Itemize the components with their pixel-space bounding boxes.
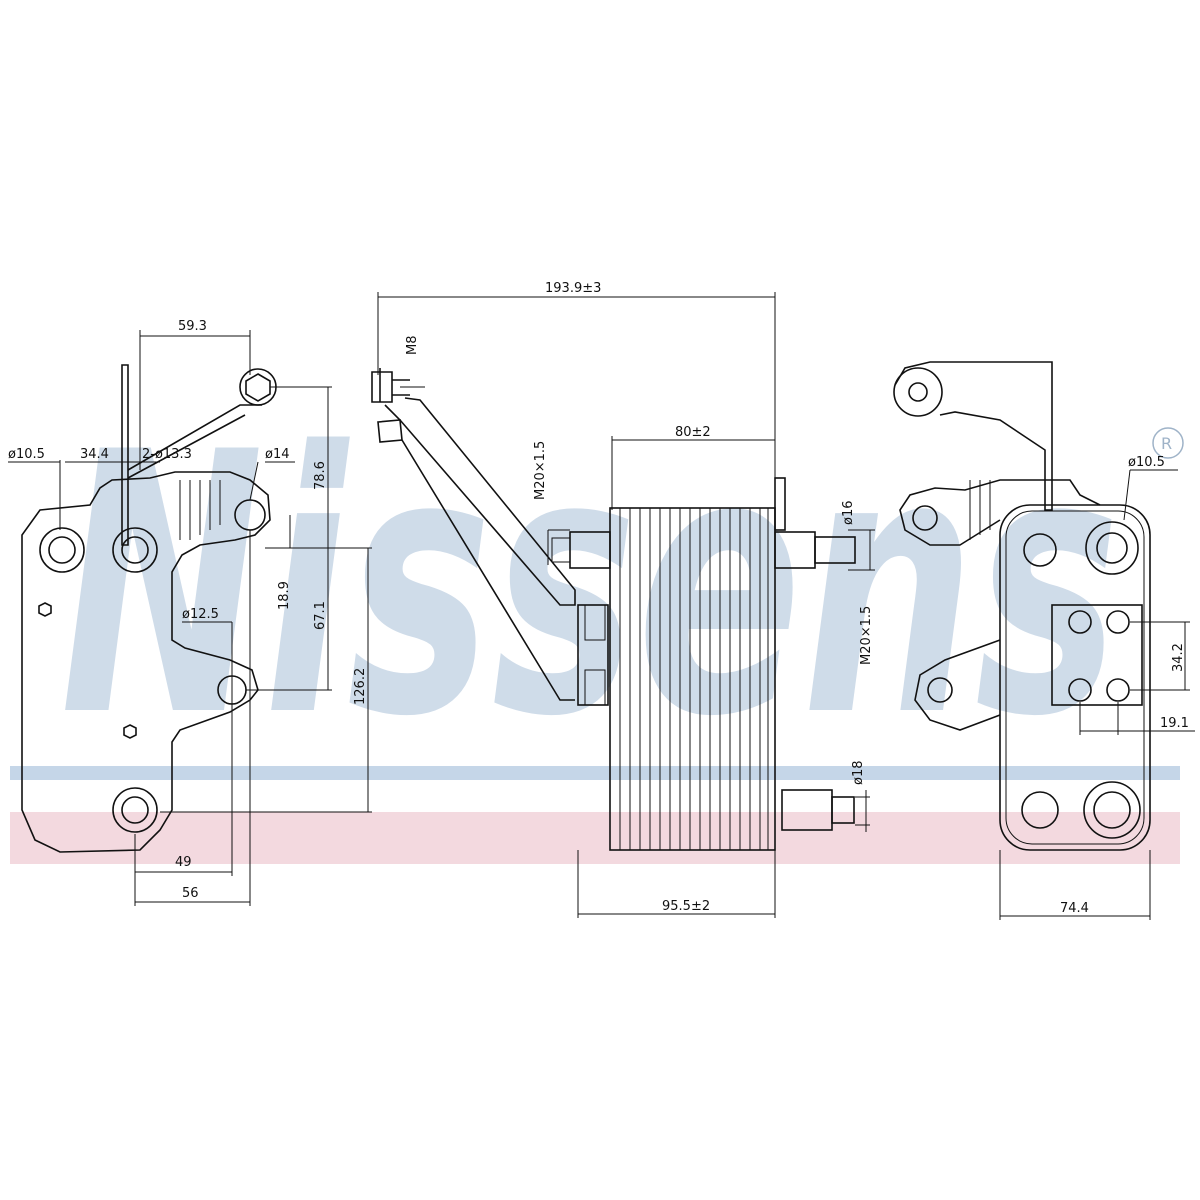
right-view: ø10.5 34.2 19.1 74.4 [893,361,1195,920]
right-plate-outline [999,504,1151,851]
dim-49: 49 [175,855,192,870]
right-bottom-port-left [1021,791,1059,829]
left-fin-bracket [179,480,221,540]
dim-34-4: 34.4 [80,447,109,462]
dim-193-9: 193.9±3 [545,281,601,296]
left-port-a-inner [48,536,76,564]
right-ear-hole-bottom [927,677,953,703]
registered-mark: R [1161,434,1172,453]
dim-95-5: 95.5±2 [662,899,710,914]
brand-logo: Nissens [60,376,1120,795]
dim-dia-10-5-right: ø10.5 [1128,455,1165,470]
dim-m20-upper: M20×1.5 [533,441,548,500]
right-ear-hole-top [912,505,938,531]
right-bottom-port-right-inner [1093,791,1131,829]
dim-m8: M8 [405,336,420,356]
dim-dia-14: ø14 [265,447,290,462]
left-bottom-port-inner [121,796,149,824]
right-dimension-lines [999,469,1195,920]
blue-stripe [10,766,1180,780]
middle-view: 193.9±3 M8 80±2 M20×1.5 ø16 M20×1.5 ø18 … [371,281,875,918]
dim-80: 80±2 [675,425,711,440]
right-small-hole-top [1023,533,1057,567]
dim-34-2: 34.2 [1171,643,1186,672]
middle-dimension-lines [377,292,875,918]
left-port-b [112,527,158,573]
right-side-ear-bottom [914,639,1001,731]
right-fin-bracket [969,480,991,540]
dim-126-2: 126.2 [353,668,368,705]
dim-59-3: 59.3 [178,319,207,334]
right-side-ear-top [899,479,1101,546]
dim-m20-lower: M20×1.5 [859,606,874,665]
right-top-mount-hole [893,367,943,417]
dim-67-1: 67.1 [313,601,328,630]
pink-stripe [10,812,1180,864]
right-plate-inner [1005,510,1145,845]
left-plate-outline [21,471,271,853]
left-top-nut [245,373,271,402]
dim-dia-16: ø16 [841,501,856,526]
brand-watermark: Nissens R [10,376,1184,864]
cooler-core [551,477,856,851]
left-bracket-arm [121,364,129,546]
right-stud-block [1051,604,1143,706]
mounting-strut [371,368,576,701]
right-top-port [1085,521,1139,575]
right-top-mount-hole-inner [908,382,928,402]
right-bottom-port-right [1083,781,1141,839]
registered-mark-circle [1152,427,1184,459]
dim-19-1: 19.1 [1160,716,1189,731]
left-port-a [39,527,85,573]
dim-dia-12-5: ø12.5 [182,607,219,622]
left-port-b-inner [121,536,149,564]
dim-18-9: 18.9 [277,581,292,610]
left-hex-hole-a [38,602,52,617]
dim-dia-10-5-left: ø10.5 [8,447,45,462]
right-top-bracket [894,361,1053,511]
dim-2-dia-13-3: 2-ø13.3 [142,447,192,462]
left-dimension-lines [8,330,372,906]
dim-78-6: 78.6 [313,461,328,490]
right-top-port-inner [1096,532,1128,564]
left-bottom-port [112,787,158,833]
left-view: 59.3 ø10.5 34.4 2-ø13.3 ø14 78.6 18.9 67… [8,319,372,906]
right-studs [1068,610,1130,702]
left-hex-hole-b [123,724,137,739]
dim-74-4: 74.4 [1060,901,1089,916]
dim-dia-18: ø18 [851,761,866,786]
dim-56: 56 [182,886,199,901]
